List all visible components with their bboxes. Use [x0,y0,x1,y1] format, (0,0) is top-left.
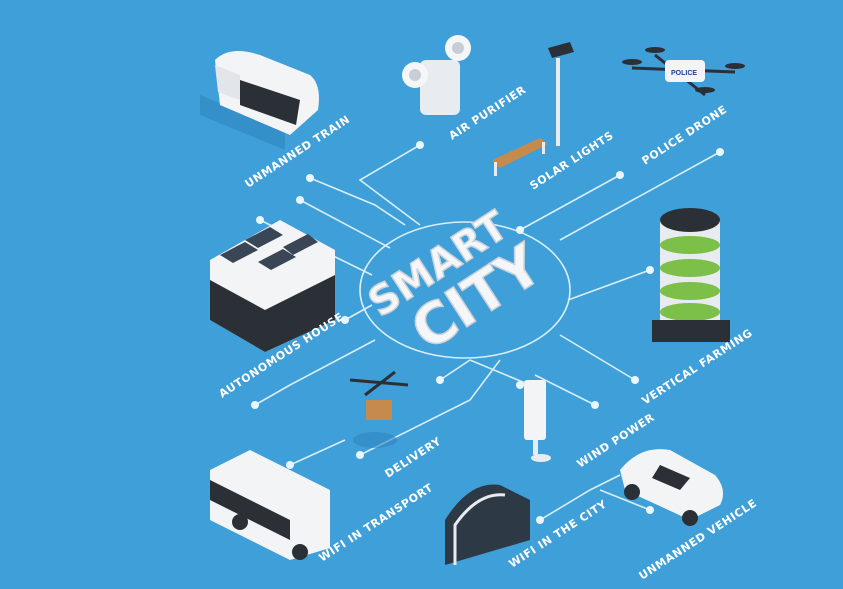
line-left-top [299,199,391,249]
line-purifier [358,144,421,226]
line-delivery [439,359,531,386]
unmanned-vehicle-icon [620,449,724,526]
bus-icon [210,450,330,560]
solar-light-icon [492,42,574,176]
connector-dots [251,141,724,524]
line-farm2 [559,334,636,381]
line-wifi-city [539,474,621,521]
line-farm [567,269,651,301]
line-delivery2 [359,359,501,456]
unmanned-train-icon [200,51,319,150]
wind-turbine-icon [524,380,551,462]
label-solar-lights: SOLAR LIGHTS [528,129,616,193]
line-solar [519,174,621,231]
label-wifi-transport: WIFI IN TRANSPORT [317,481,436,565]
center-ring [359,221,571,359]
wifi-shelter-icon [445,484,530,565]
police-badge: POLICE [671,70,697,77]
air-purifier-icon [402,35,471,115]
line-drone [559,151,721,241]
police-drone-icon: POLICE [622,47,745,97]
label-police-drone: POLICE DRONE [640,103,730,168]
delivery-drone-icon [349,370,409,448]
vertical-farm-icon [652,208,730,342]
autonomous-house-icon [210,220,335,352]
line-wind [534,374,596,406]
line-house2 [254,339,376,406]
line-house [344,304,373,321]
connector-lines [251,141,724,524]
line-vehicle [599,489,651,511]
line-train [309,177,406,226]
line-bus [289,439,346,466]
